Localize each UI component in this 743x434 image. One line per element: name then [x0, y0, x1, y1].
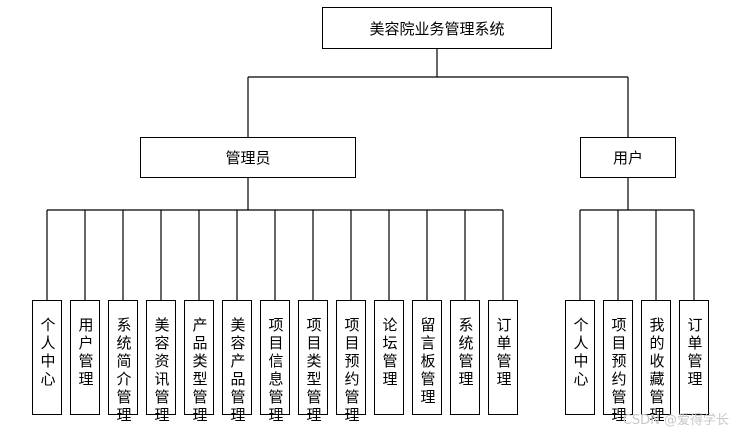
user-child-label: 我的收藏管理 [647, 317, 666, 425]
admin-child-node: 项目类型管理 [298, 300, 328, 425]
admin-child-node: 用户管理 [70, 300, 100, 415]
admin-child-node: 个人中心 [32, 300, 62, 415]
user-node: 用户 [580, 137, 676, 178]
user-child-node: 个人中心 [565, 300, 595, 415]
user-child-label: 订单管理 [685, 317, 704, 389]
admin-child-label: 美容资讯管理 [152, 317, 171, 425]
admin-child-label: 项目信息管理 [266, 317, 285, 425]
admin-child-node: 订单管理 [488, 300, 518, 415]
user-child-label: 项目预约管理 [609, 317, 628, 425]
admin-node: 管理员 [140, 137, 356, 178]
admin-child-node: 系统简介管理 [108, 300, 138, 425]
admin-child-node: 项目预约管理 [336, 300, 366, 425]
admin-child-label: 产品类型管理 [190, 317, 209, 425]
admin-child-label: 留言板管理 [418, 317, 437, 407]
admin-child-label: 订单管理 [494, 317, 513, 389]
admin-child-node: 美容产品管理 [222, 300, 252, 425]
user-label: 用户 [612, 149, 643, 167]
admin-child-label: 论坛管理 [380, 317, 399, 389]
watermark: CSDN @爱得学长 [622, 413, 729, 428]
admin-label: 管理员 [225, 149, 271, 167]
admin-child-node: 论坛管理 [374, 300, 404, 415]
admin-child-node: 项目信息管理 [260, 300, 290, 425]
admin-child-node: 留言板管理 [412, 300, 442, 415]
root-node: 美容院业务管理系统 [322, 7, 552, 49]
admin-child-label: 项目预约管理 [342, 317, 361, 425]
root-label: 美容院业务管理系统 [369, 19, 505, 38]
user-child-label: 个人中心 [571, 317, 590, 389]
admin-child-label: 系统管理 [456, 317, 475, 389]
admin-child-label: 用户管理 [76, 317, 95, 389]
admin-child-label: 个人中心 [38, 317, 57, 389]
admin-child-label: 项目类型管理 [304, 317, 323, 425]
user-child-node: 项目预约管理 [603, 300, 633, 425]
admin-child-node: 产品类型管理 [184, 300, 214, 425]
admin-child-label: 系统简介管理 [114, 317, 133, 425]
user-child-node: 订单管理 [679, 300, 709, 415]
user-child-node: 我的收藏管理 [641, 300, 671, 425]
admin-child-label: 美容产品管理 [228, 317, 247, 425]
admin-child-node: 系统管理 [450, 300, 480, 415]
admin-child-node: 美容资讯管理 [146, 300, 176, 425]
